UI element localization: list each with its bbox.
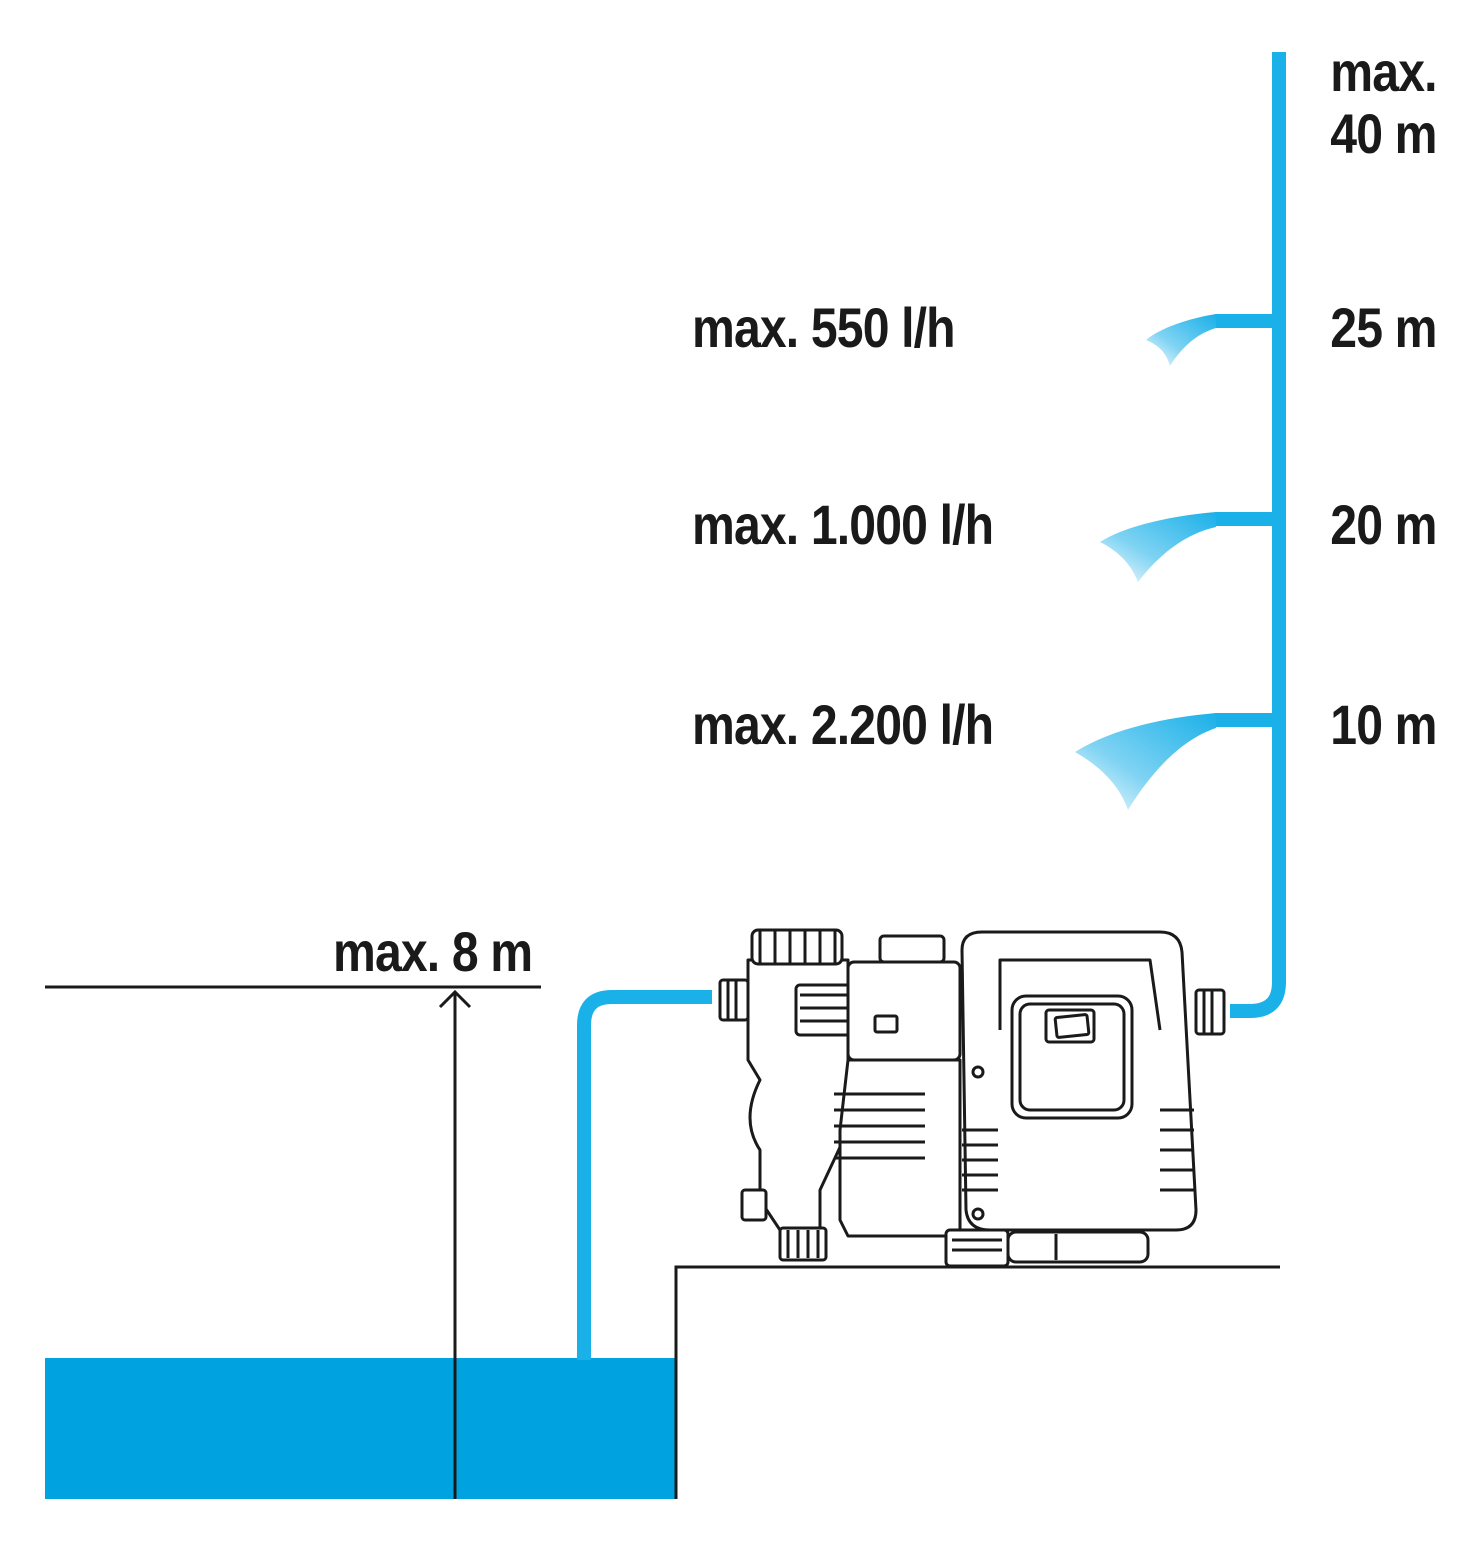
suction-height-arrow (438, 989, 472, 1499)
height-10m-label: 10 m (1330, 693, 1438, 756)
height-20m-label: 20 m (1330, 493, 1438, 556)
spray-icon (1100, 512, 1216, 582)
max-height-label-line1: max. (1330, 40, 1438, 103)
discharge-pipe (1230, 52, 1286, 1018)
max-height-label: max. 40 m (1330, 40, 1438, 165)
spray-icon (1146, 314, 1216, 366)
height-25m-label: 25 m (1330, 296, 1438, 359)
max-height-label-line2: 40 m (1330, 102, 1438, 165)
flow-550-label: max. 550 l/h (692, 296, 956, 359)
suction-pipe (577, 990, 712, 1360)
flow-1000-label: max. 1.000 l/h (692, 493, 994, 556)
ground-ledge (674, 1265, 1280, 1499)
garden-pump-icon (718, 928, 1226, 1268)
flow-2200-label: max. 2.200 l/h (692, 693, 994, 756)
spray-icon (1075, 713, 1216, 810)
water-reservoir (45, 1358, 675, 1499)
suction-height-label: max. 8 m (333, 920, 533, 983)
